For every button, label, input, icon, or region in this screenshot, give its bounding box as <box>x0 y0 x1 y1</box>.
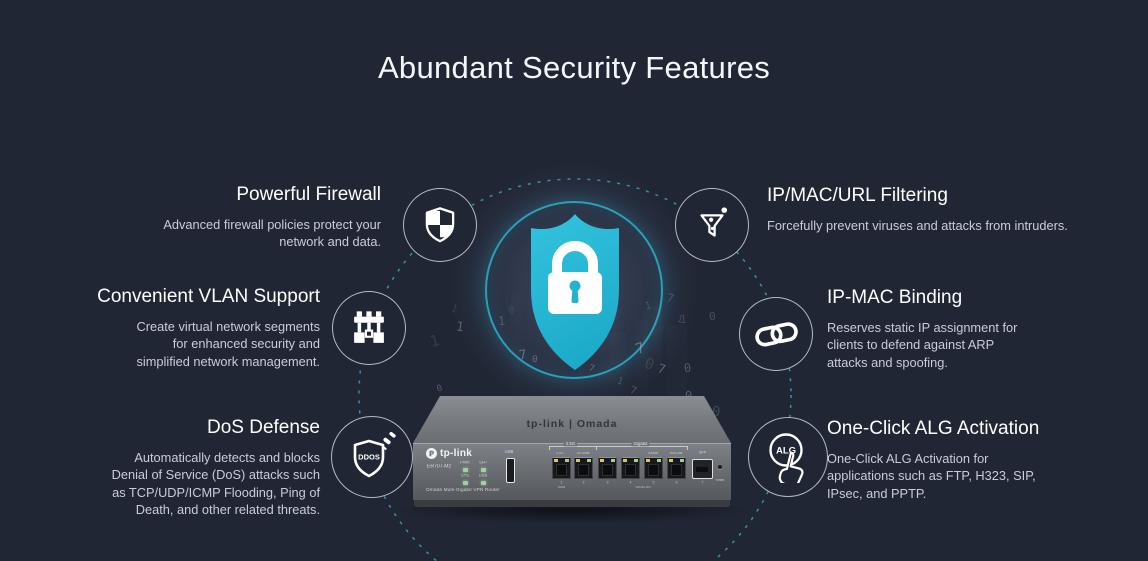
feature-vlan-support: Convenient VLAN Support Create virtual n… <box>40 285 320 370</box>
feature-title: Convenient VLAN Support <box>97 286 320 307</box>
feature-description: Advanced firewall policies protect your … <box>163 216 381 250</box>
reset-button <box>718 465 722 469</box>
ethernet-port-4 <box>621 457 640 479</box>
center-ring <box>485 201 663 379</box>
feature-description: Forcefully prevent viruses and attacks f… <box>767 217 1068 233</box>
router-front-face: tp-link ER707-M2 PWR SFP SYS USB USB 2.5… <box>413 442 731 500</box>
feature-alg-activation: One-Click ALG Activation One-Click ALG A… <box>827 417 1087 502</box>
router-model: ER707-M2 <box>427 464 452 470</box>
padlock-shackle <box>552 241 598 274</box>
sfp-port-label: SFP <box>698 451 706 455</box>
wan-lan-label: WAN/LAN <box>635 486 651 490</box>
sys-led <box>463 481 468 485</box>
wan-label: WAN <box>557 486 566 490</box>
svg-text:ALG: ALG <box>776 446 796 457</box>
ethernet-port-3 <box>598 457 617 479</box>
25g-group-label: 2.5G <box>563 442 578 447</box>
gigabit-group-bracket <box>596 446 688 450</box>
ethernet-port-1 <box>552 457 571 479</box>
vlan-network-icon <box>332 291 406 365</box>
feature-ip-mac-url-filtering: IP/MAC/URL Filtering Forcefully prevent … <box>767 184 1077 234</box>
feature-dos-defense: DoS Defense Automatically detects and bl… <box>40 416 320 518</box>
sfp-port <box>692 459 713 479</box>
router-base <box>414 500 730 507</box>
feature-title: IP/MAC/URL Filtering <box>767 185 948 206</box>
feature-title: IP-MAC Binding <box>827 287 963 308</box>
padlock-keyhole <box>569 280 581 292</box>
svg-text:DDOS: DDOS <box>358 453 380 462</box>
sfp-led <box>481 468 486 472</box>
usb-led <box>481 481 486 485</box>
usb-port-label: USB <box>504 450 514 455</box>
router-top-face: tp-link | Omada <box>413 396 731 443</box>
feature-description: Automatically detects and blocks Denial … <box>111 449 320 517</box>
feature-powerful-firewall: Powerful Firewall Advanced firewall poli… <box>121 183 381 251</box>
gigabit-group-label: Gigabit <box>631 442 650 447</box>
router-device: tp-link | Omada tp-link ER707-M2 PWR SFP… <box>413 396 731 511</box>
link-chain-icon <box>739 297 813 371</box>
alg-click-icon: ALG <box>748 417 828 497</box>
ethernet-port-5 <box>644 457 663 479</box>
ddos-shield-icon: DDOS <box>331 416 413 498</box>
feature-ip-mac-binding: IP-MAC Binding Reserves static IP assign… <box>827 286 1057 371</box>
router-top-brand: tp-link | Omada <box>526 418 618 430</box>
router-brand: tp-link <box>426 448 472 459</box>
usb-port <box>506 458 515 483</box>
shield-lock-graphic <box>531 214 619 370</box>
feature-description: Create virtual network segments for enha… <box>136 318 320 369</box>
feature-title: One-Click ALG Activation <box>827 418 1040 439</box>
ethernet-port-6 <box>667 457 686 479</box>
pwr-led <box>463 468 468 472</box>
reset-label: Reset <box>715 479 725 483</box>
feature-title: Powerful Firewall <box>236 184 381 205</box>
feature-title: DoS Defense <box>206 417 320 438</box>
25g-group-bracket <box>549 446 597 450</box>
router-caption: Omada Multi-Gigabit VPN Router <box>426 488 500 493</box>
feature-description: One-Click ALG Activation for application… <box>827 450 1036 501</box>
firewall-shield-icon <box>403 188 477 262</box>
feature-description: Reserves static IP assignment for client… <box>827 319 1018 370</box>
filter-funnel-icon <box>675 188 749 262</box>
page-title: Abundant Security Features <box>377 50 771 85</box>
ethernet-port-2 <box>574 457 593 479</box>
tplink-logo-icon <box>426 448 437 459</box>
